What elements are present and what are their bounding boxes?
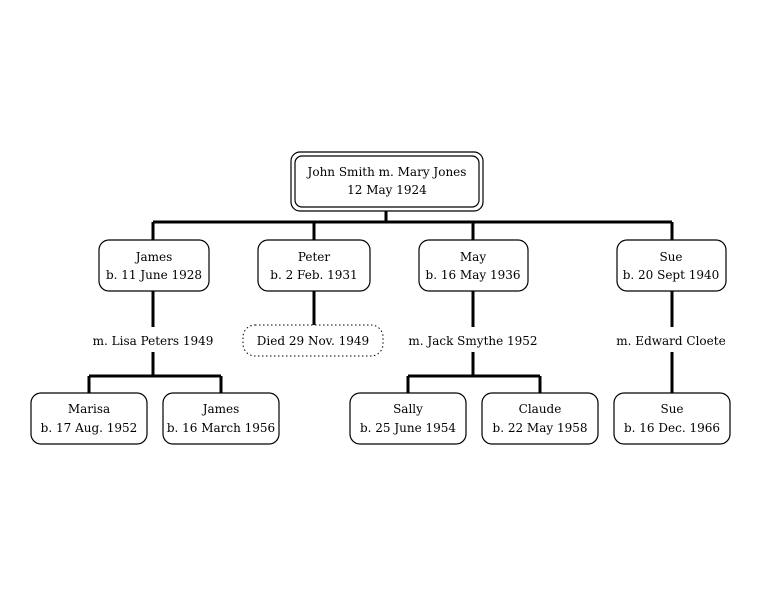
child-birth: b. 2 Feb. 1931 <box>270 268 357 282</box>
death-label: Died 29 Nov. 1949 <box>257 334 369 348</box>
grandchild-name: Sally <box>393 402 423 416</box>
child-birth: b. 11 June 1928 <box>106 268 202 282</box>
child-birth: b. 20 Sept 1940 <box>623 268 720 282</box>
child-node-peter: Peter b. 2 Feb. 1931 <box>257 239 371 292</box>
grandchild-birth: b. 17 Aug. 1952 <box>41 421 138 435</box>
grandchild-birth: b. 25 June 1954 <box>360 421 456 435</box>
grandchild-node-marisa: Marisa b. 17 Aug. 1952 <box>30 392 148 445</box>
child-node-james: James b. 11 June 1928 <box>98 239 210 292</box>
grandchild-birth: b. 16 Dec. 1966 <box>624 421 720 435</box>
child-node-may: May b. 16 May 1936 <box>418 239 529 292</box>
grandchild-name: James <box>201 402 240 416</box>
child-name: Peter <box>298 250 331 264</box>
root-names: John Smith m. Mary Jones <box>306 165 467 179</box>
marriage-label-may: m. Jack Smythe 1952 <box>408 334 537 348</box>
child-node-sue: Sue b. 20 Sept 1940 <box>616 239 727 292</box>
child-name: May <box>460 250 486 264</box>
death-note-peter: Died 29 Nov. 1949 <box>242 324 384 357</box>
grandchild-name: Marisa <box>68 402 110 416</box>
grandchild-node-james: James b. 16 March 1956 <box>162 392 280 445</box>
grandchild-node-claude: Claude b. 22 May 1958 <box>481 392 599 445</box>
child-name: James <box>134 250 173 264</box>
child-birth: b. 16 May 1936 <box>426 268 521 282</box>
child-name: Sue <box>659 250 682 264</box>
marriage-label-james: m. Lisa Peters 1949 <box>93 334 214 348</box>
grandchild-node-sue: Sue b. 16 Dec. 1966 <box>613 392 731 445</box>
grandchild-birth: b. 16 March 1956 <box>167 421 275 435</box>
grandchild-name: Claude <box>519 402 562 416</box>
grandchild-birth: b. 22 May 1958 <box>493 421 588 435</box>
connector-lines <box>87 209 674 393</box>
marriage-label-sue: m. Edward Cloete <box>616 334 725 348</box>
root-date: 12 May 1924 <box>347 183 427 197</box>
grandchild-name: Sue <box>660 402 683 416</box>
root-couple-node: John Smith m. Mary Jones 12 May 1924 <box>290 151 484 212</box>
grandchild-node-sally: Sally b. 25 June 1954 <box>349 392 467 445</box>
